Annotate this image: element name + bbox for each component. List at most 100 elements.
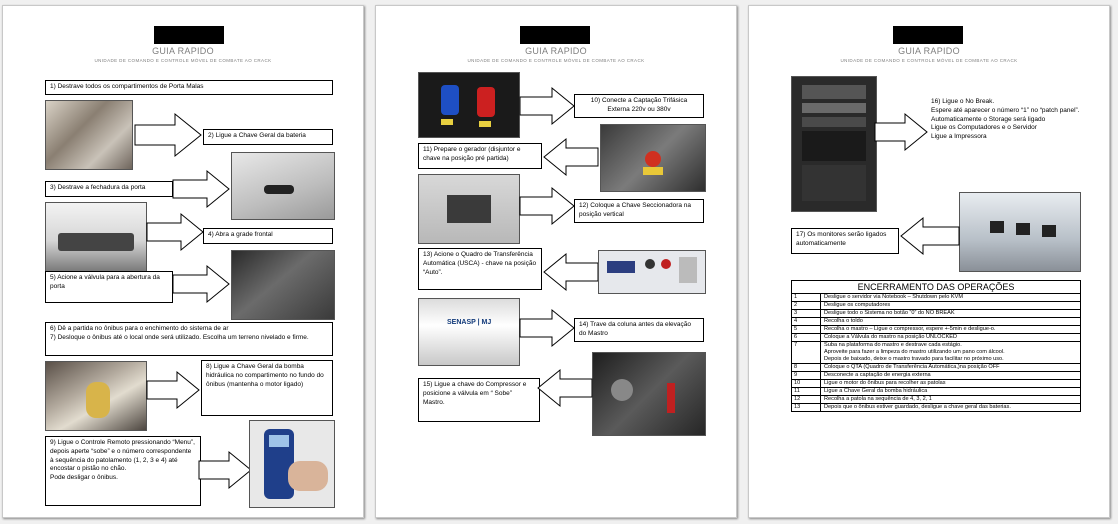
redacted-logo — [520, 26, 590, 44]
page-title: GUIA RAPIDO — [898, 46, 960, 56]
photo-luggage-compartment — [45, 100, 133, 170]
step-1: 1) Destrave todos os compartimentos de P… — [45, 80, 333, 95]
row-text: Suba na plataforma do mastro e destrave … — [824, 341, 1005, 362]
row-text: Ligue a Chave Geral da bomba hidráulica — [824, 387, 928, 394]
closing-operations-title: ENCERRAMENTO DAS OPERAÇÕES — [792, 281, 1080, 294]
arrow-right-icon — [519, 308, 575, 348]
row-number: 4 — [792, 317, 821, 325]
row-number: 6 — [792, 333, 821, 341]
photo-transfer-panel — [598, 250, 706, 294]
step-15: 15) Ligue a chave do Compressor e posici… — [418, 378, 540, 422]
row-text: Depois que o ônibus estiver guardado, de… — [824, 403, 1011, 410]
row-number: 5 — [792, 325, 821, 333]
page-3: GUIA RAPIDO UNIDADE DE COMANDO E CONTROL… — [748, 5, 1110, 518]
photo-server-rack — [791, 76, 877, 212]
row-text: Desligue os computadores — [824, 301, 891, 308]
row-number: 10 — [792, 379, 821, 387]
redacted-logo — [154, 26, 224, 44]
photo-compressor — [592, 352, 706, 436]
photo-workstations — [959, 192, 1081, 272]
step-7: 7) Desloque o ônibus até o local onde se… — [50, 333, 309, 341]
vehicle-banner-text: SENASP | MJ — [447, 319, 492, 326]
step-5: 5) Acione a válvula para a abertura da p… — [45, 271, 173, 303]
step-9: 9) Ligue o Controle Remoto pressionando … — [45, 436, 201, 506]
arrow-left-icon — [537, 368, 593, 408]
row-number: 2 — [792, 301, 821, 309]
row-text: Coloque a Válvula do mastro na posição U… — [824, 333, 958, 340]
step-2: 2) Ligue a Chave Geral da bateria — [203, 129, 333, 145]
arrow-right-icon — [874, 112, 928, 152]
step-17: 17) Os monitores serão ligados automatic… — [791, 228, 899, 254]
redacted-logo — [893, 26, 963, 44]
row-text: Recolha a patola na sequência de 4, 3, 2… — [824, 395, 932, 402]
photo-door-valve — [231, 250, 335, 320]
row-number: 9 — [792, 371, 821, 379]
arrow-left-icon — [543, 137, 599, 177]
arrow-right-icon — [134, 112, 202, 158]
arrow-right-icon — [198, 450, 252, 490]
row-text: Coloque o QTA (Quadro de Transferência A… — [824, 363, 1000, 370]
step-3: 3) Destrave a fechadura da porta — [45, 181, 173, 197]
step-11: 11) Prepare o gerador (disjuntor e chave… — [418, 143, 542, 169]
photo-mast-column: SENASP | MJ — [418, 298, 520, 366]
page-subtitle: UNIDADE DE COMANDO E CONTROLE MÓVEL DE C… — [467, 58, 645, 63]
row-text: Ligue o motor do ônibus para recolher as… — [824, 379, 946, 386]
step-8: 8) Ligue a Chave Geral da bomba hidráuli… — [201, 360, 333, 416]
step-16: 16) Ligue o No Break. Espere até aparece… — [931, 98, 1080, 141]
photo-hydraulic-pump — [45, 361, 147, 431]
step-10: 10) Conecte a Captação Trifásica Externa… — [574, 94, 704, 118]
step-12: 12) Coloque a Chave Seccionadora na posi… — [574, 199, 704, 223]
page-title: GUIA RAPIDO — [525, 46, 587, 56]
row-number: 1 — [792, 294, 821, 301]
row-text: Desligue todo o Sistema no botão “0” do … — [824, 309, 955, 316]
arrow-right-icon — [146, 212, 204, 252]
arrow-right-icon — [172, 264, 230, 304]
arrow-right-icon — [172, 169, 230, 209]
row-number: 3 — [792, 309, 821, 317]
photo-front-grille — [45, 202, 147, 272]
arrow-right-icon — [146, 370, 200, 410]
step-6: 6) Dê a partida no ônibus para o enchime… — [50, 325, 229, 332]
photo-disconnect-switch — [418, 174, 520, 244]
photo-door-lock — [231, 152, 335, 220]
row-number: 8 — [792, 363, 821, 371]
row-number: 12 — [792, 395, 821, 403]
row-number: 7 — [792, 341, 821, 363]
photo-generator-panel — [600, 124, 706, 192]
row-number: 11 — [792, 387, 821, 395]
page-subtitle: UNIDADE DE COMANDO E CONTROLE MÓVEL DE C… — [94, 58, 272, 63]
row-text: Recolha o mastro – Ligue o compressor, e… — [824, 325, 996, 332]
row-text: Recolha o toldo — [824, 317, 863, 324]
photo-remote-control — [249, 420, 335, 508]
steps-6-7: 6) Dê a partida no ônibus para o enchime… — [45, 322, 333, 356]
step-13: 13) Acione o Quadro de Transferência Aut… — [418, 248, 542, 290]
arrow-left-icon — [543, 252, 599, 292]
row-number: 13 — [792, 403, 821, 411]
row-text: Desligue o servidor via Notebook – Shutd… — [824, 294, 963, 300]
page-subtitle: UNIDADE DE COMANDO E CONTROLE MÓVEL DE C… — [840, 58, 1018, 63]
step-14: 14) Trave da coluna antes da elevação do… — [574, 318, 704, 342]
row-text: Desconecte a captação de energia externa — [824, 371, 931, 378]
page-title: GUIA RAPIDO — [152, 46, 214, 56]
arrow-right-icon — [519, 186, 575, 226]
arrow-left-icon — [900, 216, 960, 256]
photo-external-power-sockets — [418, 72, 520, 138]
arrow-right-icon — [519, 86, 575, 126]
page-2: GUIA RAPIDO UNIDADE DE COMANDO E CONTROL… — [375, 5, 737, 518]
page-1: GUIA RAPIDO UNIDADE DE COMANDO E CONTROL… — [2, 5, 364, 518]
step-4: 4) Abra a grade frontal — [203, 228, 333, 244]
